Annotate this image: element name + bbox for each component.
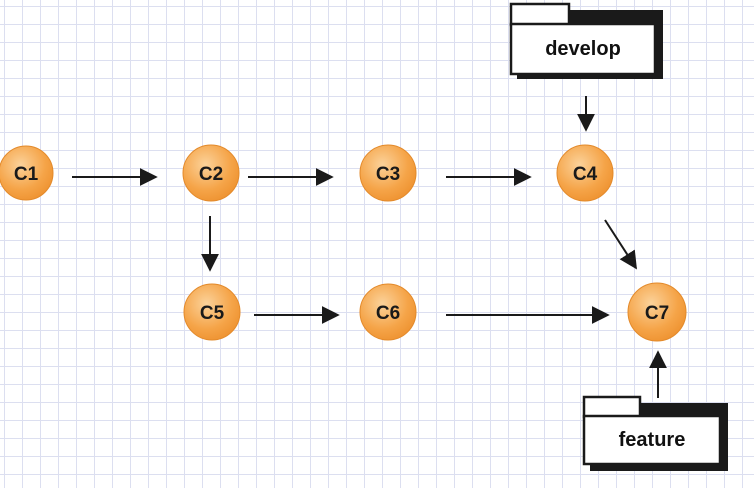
commit-label: C6 — [376, 303, 400, 324]
commit-label: C7 — [645, 303, 669, 324]
commit-label: C4 — [573, 164, 598, 185]
commit-c7[interactable]: C7 — [627, 282, 687, 342]
branch-tag-feature[interactable]: feature — [582, 395, 728, 471]
commit-label: C5 — [200, 303, 225, 324]
commit-c5[interactable]: C5 — [183, 283, 241, 341]
commit-label: C1 — [14, 164, 39, 185]
edge-c4-c7 — [604, 219, 637, 270]
commit-c1[interactable]: C1 — [0, 145, 54, 201]
commit-label: C2 — [199, 164, 223, 185]
branch-label: develop — [545, 38, 621, 60]
commit-c3[interactable]: C3 — [359, 144, 417, 202]
commit-c4[interactable]: C4 — [556, 144, 614, 202]
commit-label: C3 — [376, 164, 400, 185]
branch-label: feature — [619, 429, 686, 451]
commit-c2[interactable]: C2 — [182, 144, 240, 202]
edges — [72, 96, 667, 398]
commit-c6[interactable]: C6 — [359, 283, 417, 341]
branch-tag-develop[interactable]: develop — [509, 2, 663, 79]
